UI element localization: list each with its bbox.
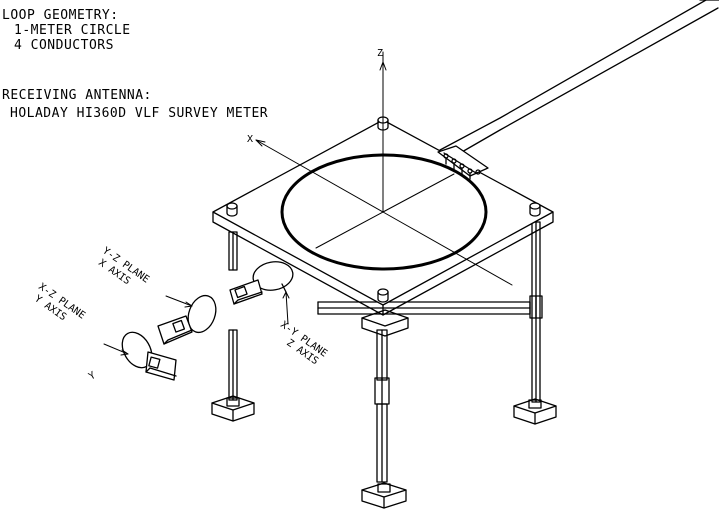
receiving-antenna-line-1: HOLADAY HI360D VLF SURVEY METER — [10, 106, 269, 121]
receiving-antenna-heading: RECEIVING ANTENNA: — [2, 88, 152, 103]
axis-label-z: Z — [377, 48, 383, 59]
loop-circle — [280, 153, 488, 271]
axis-label-y: Y — [87, 370, 98, 383]
probe-xz-plane — [121, 331, 177, 381]
cross-brace — [317, 295, 543, 319]
connector-terminals — [437, 145, 489, 180]
leg-rear-right — [513, 221, 557, 425]
support-block — [361, 309, 409, 337]
leg-rear-left — [211, 231, 255, 422]
loop-geometry-line-2: 4 CONDUCTORS — [14, 38, 114, 53]
axis-label-x: X — [247, 134, 253, 145]
cable — [439, 0, 719, 161]
leg-front — [361, 329, 407, 509]
probe-yz-plane — [157, 294, 217, 345]
loop-geometry-heading: LOOP GEOMETRY: — [2, 8, 119, 23]
axis-lines — [255, 51, 513, 286]
loop-geometry-line-1: 1-METER CIRCLE — [14, 23, 131, 38]
probe-xy-plane — [229, 261, 294, 305]
label-leaders — [103, 291, 290, 356]
